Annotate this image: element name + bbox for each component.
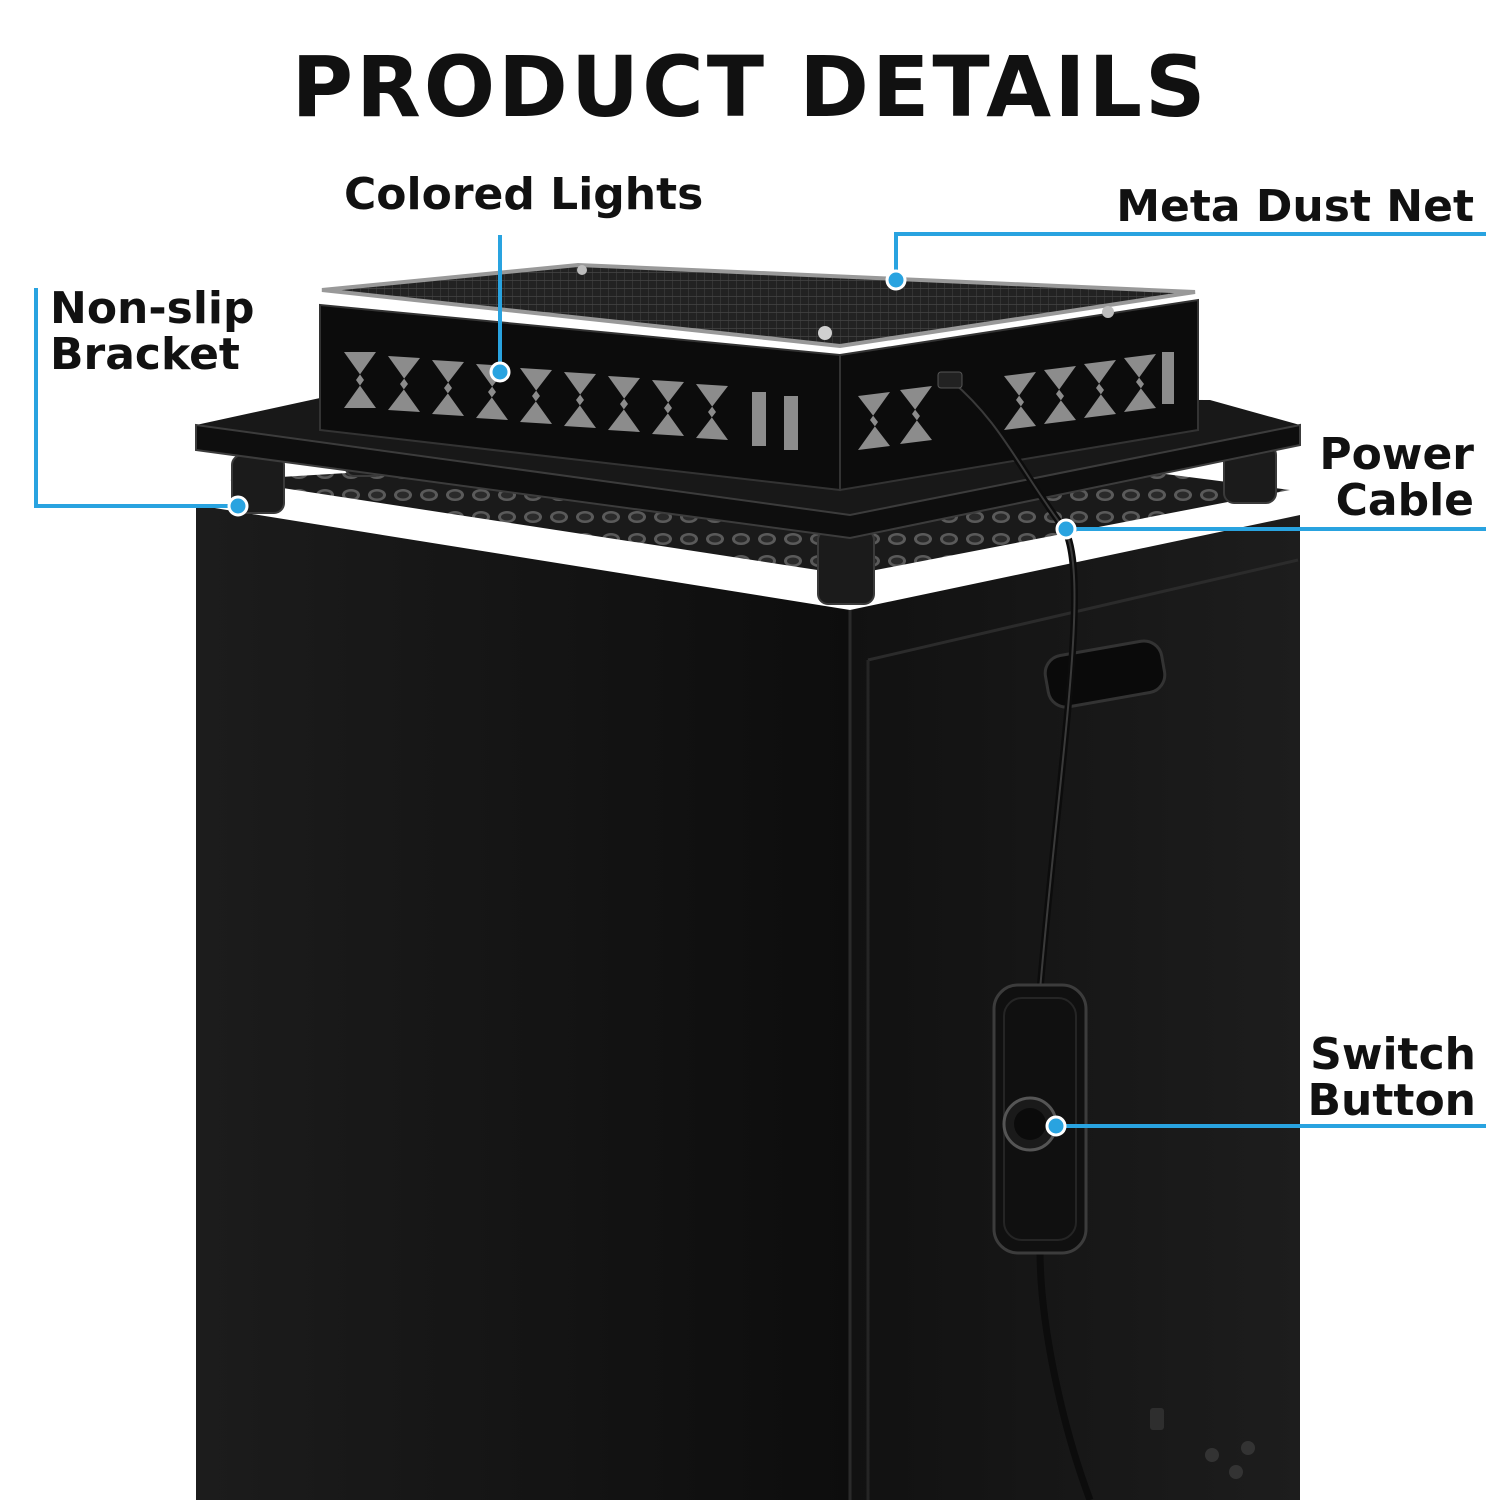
- page-title: PRODUCT DETAILS: [291, 38, 1209, 136]
- label-power-cable: Power Cable: [1319, 432, 1474, 524]
- label-switch-line1: Switch: [1310, 1029, 1476, 1080]
- callout-lines: [34, 232, 1486, 1128]
- label-switch-button: Switch Button: [1308, 1032, 1476, 1124]
- inline-switch: [992, 983, 1088, 1255]
- label-non-slip-line1: Non-slip: [50, 283, 255, 334]
- colored-lights-strip: [344, 352, 1174, 450]
- callout-dots: [227, 269, 1077, 1137]
- label-meta-dust-net-text: Meta Dust Net: [1116, 181, 1474, 232]
- label-non-slip-line2: Bracket: [50, 329, 240, 380]
- label-colored-lights-text: Colored Lights: [344, 169, 704, 220]
- console-body: [196, 505, 1300, 1500]
- label-power-line2: Cable: [1335, 475, 1474, 526]
- label-switch-line2: Button: [1307, 1075, 1476, 1126]
- label-power-line1: Power: [1319, 429, 1474, 480]
- label-non-slip-bracket: Non-slip Bracket: [50, 286, 255, 378]
- label-meta-dust-net: Meta Dust Net: [1116, 184, 1474, 230]
- dust-net-mesh: [321, 262, 1196, 349]
- label-colored-lights: Colored Lights: [344, 172, 703, 218]
